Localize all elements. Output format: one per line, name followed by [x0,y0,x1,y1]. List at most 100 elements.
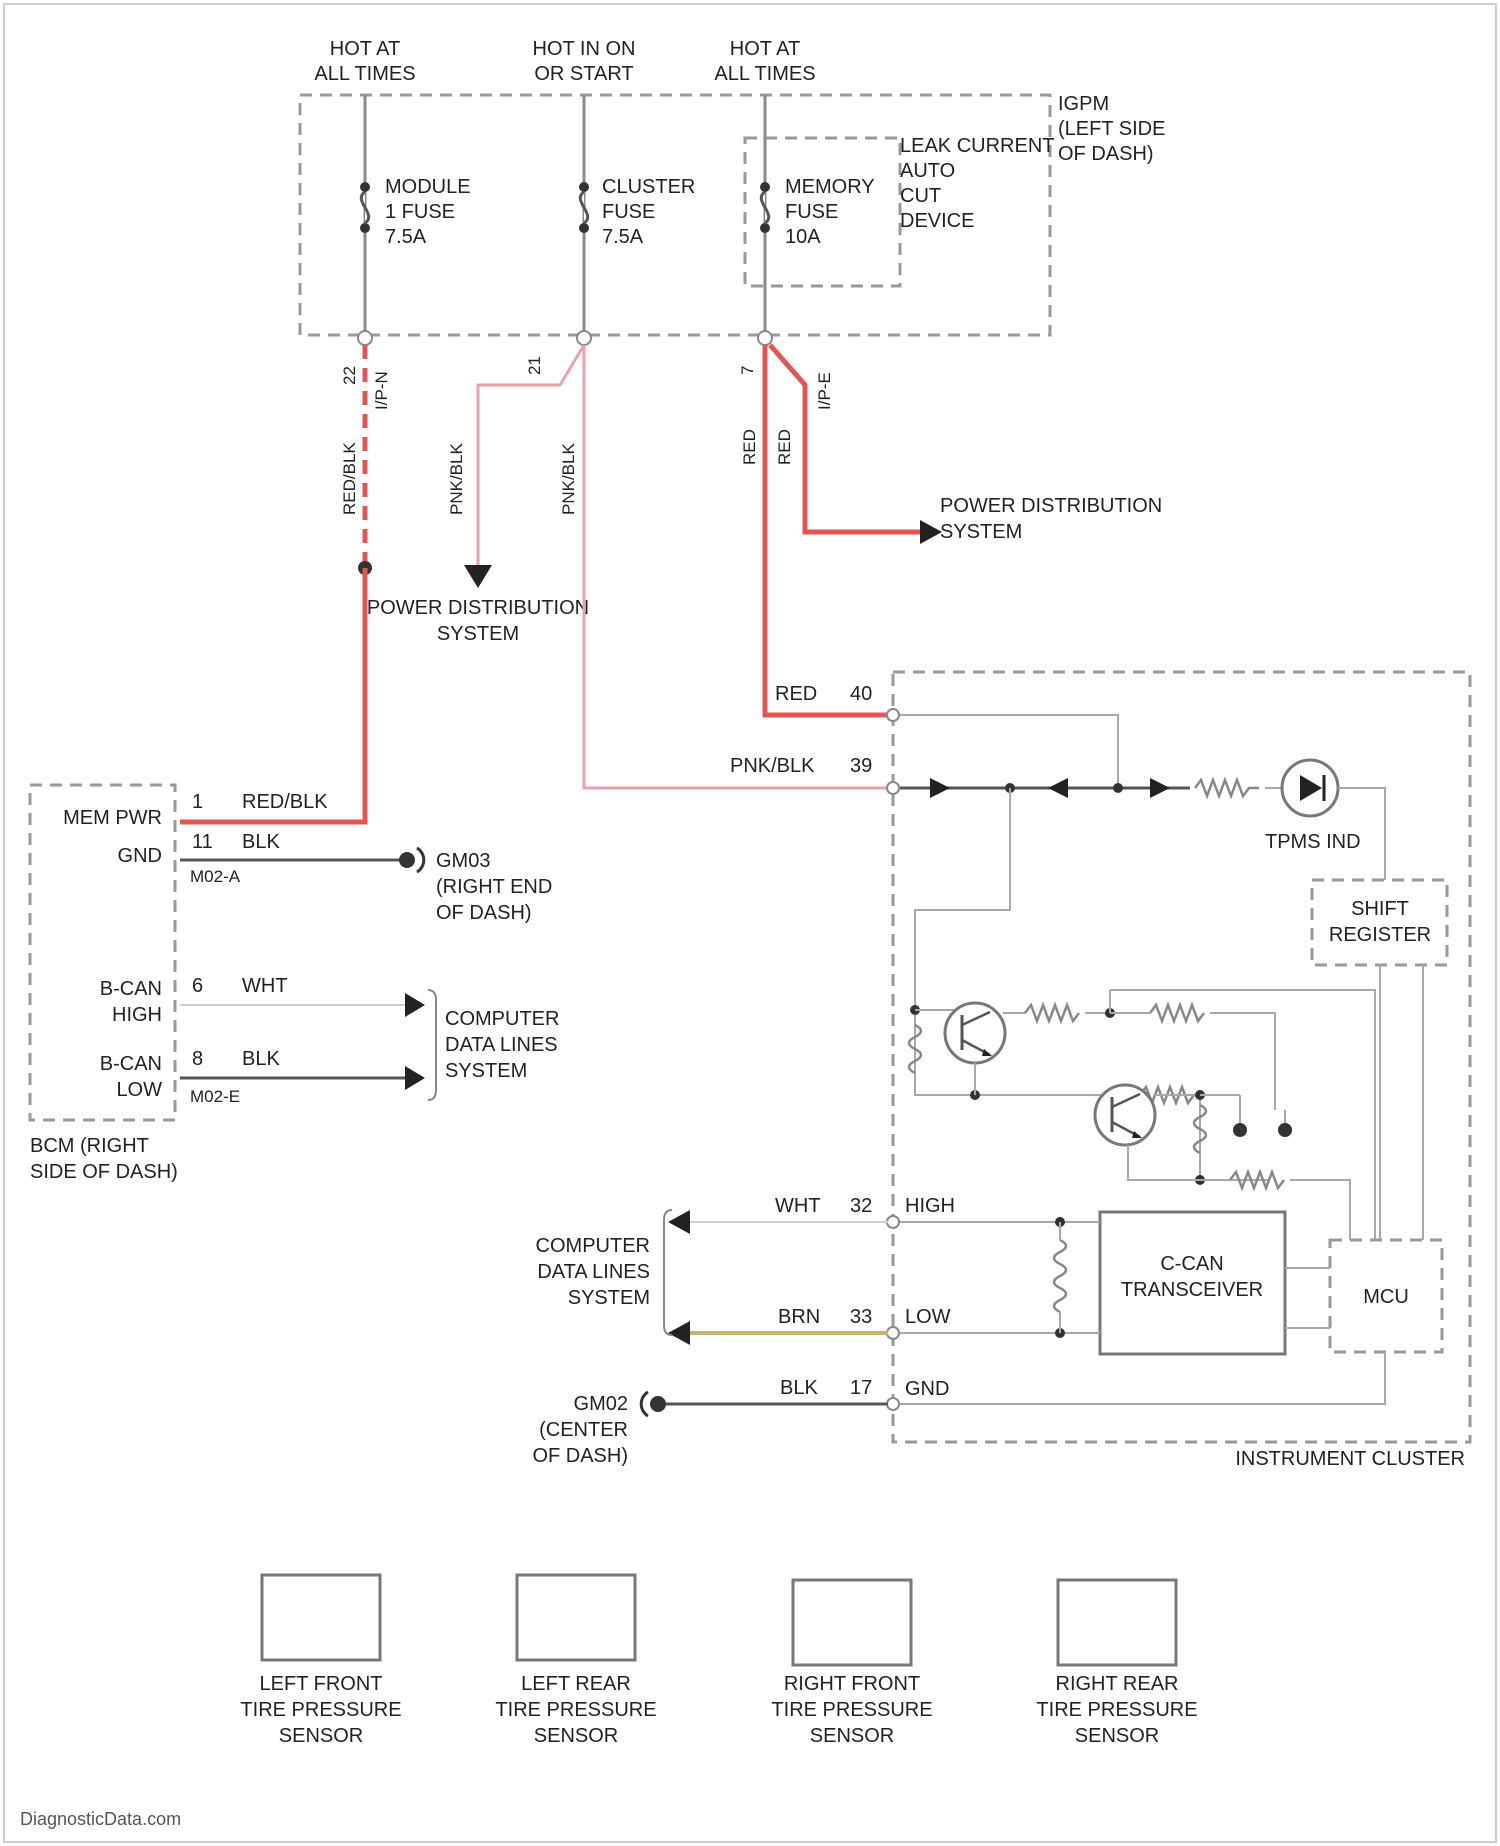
pin-8-label: 8 [192,1048,203,1070]
gm03-ground-label: GM03 (RIGHT END OF DASH) [436,850,552,924]
svg-text:TIRE PRESSURE: TIRE PRESSURE [771,1699,932,1721]
can-high-label: HIGH [905,1195,955,1217]
pin-1-label: 1 [192,791,203,813]
pin-40-label: 40 [850,683,872,705]
tpms-indicator-lamp-icon [1282,760,1338,816]
shift-register-label: SHIFT REGISTER [1329,898,1431,946]
svg-text:OF DASH): OF DASH) [436,902,532,924]
resistor-3-icon [1025,1005,1079,1021]
connector-i-p-n-label: I/P-N [372,371,391,410]
leak-current-device-label: LEAK CURRENT AUTO CUT DEVICE [900,135,1054,232]
svg-text:ALL TIMES: ALL TIMES [314,63,415,85]
svg-text:SYSTEM: SYSTEM [445,1060,527,1082]
memory-fuse-icon [760,182,770,233]
svg-text:SENSOR: SENSOR [534,1725,618,1747]
brn-wire-label: BRN [778,1306,820,1328]
wht-wire-label-1: WHT [242,975,288,997]
junction-2 [1113,783,1123,793]
module-1-fuse-icon [360,182,370,233]
cluster-internal-power-wire [900,715,1118,788]
connector-m02-a-label: M02-A [190,867,241,886]
sensor-box-rr [1058,1580,1176,1665]
red-wire-label-2: RED [775,429,794,465]
cluster-pin-17 [887,1398,899,1410]
sensor-box-rf [793,1580,911,1665]
power-distribution-arrow-right [920,520,942,544]
svg-text:1 FUSE: 1 FUSE [385,201,455,223]
svg-text:CLUSTER: CLUSTER [602,176,695,198]
hot-at-all-times-label-left: HOT AT ALL TIMES [314,38,415,85]
pin-7-label: 7 [738,366,757,375]
gm02-ground-label: GM02 (CENTER OF DASH) [532,1393,628,1467]
connector-m02-e-label: M02-E [190,1087,240,1106]
svg-text:MODULE: MODULE [385,176,471,198]
can-termination-resistor-icon [1054,1240,1066,1312]
svg-text:GM03: GM03 [436,850,490,872]
svg-text:SYSTEM: SYSTEM [568,1287,650,1309]
svg-text:BCM (RIGHT: BCM (RIGHT [30,1135,149,1157]
svg-text:7.5A: 7.5A [602,226,644,248]
transistor-1-icon [945,1003,1005,1063]
cluster-pin-32 [887,1216,899,1228]
svg-text:RIGHT FRONT: RIGHT FRONT [784,1673,920,1695]
svg-text:SYSTEM: SYSTEM [940,521,1022,543]
mcu-label: MCU [1363,1286,1409,1308]
svg-text:REGISTER: REGISTER [1329,924,1431,946]
left-front-tire-pressure-sensor: LEFT FRONT TIRE PRESSURE SENSOR [240,1575,401,1747]
resistor-1-icon [1195,780,1259,796]
terminal-1-icon [1278,1123,1292,1137]
svg-text:10A: 10A [785,226,821,248]
diode-3-icon [1150,778,1170,798]
svg-text:COMPUTER: COMPUTER [445,1008,559,1030]
cluster-pin-33 [887,1327,899,1339]
svg-text:(LEFT SIDE: (LEFT SIDE [1058,118,1165,140]
sensor-box-lr [517,1575,635,1660]
pin-32-label: 32 [850,1195,872,1217]
svg-text:TIRE PRESSURE: TIRE PRESSURE [240,1699,401,1721]
red-wire-label-3: RED [775,683,817,705]
pnk-blk-wire-label-3: PNK/BLK [730,755,815,777]
svg-text:TIRE PRESSURE: TIRE PRESSURE [495,1699,656,1721]
svg-text:LEFT FRONT: LEFT FRONT [260,1673,383,1695]
wht-wire-label-2: WHT [775,1195,821,1217]
svg-text:B-CAN: B-CAN [100,1053,162,1075]
svg-text:OF DASH): OF DASH) [1058,143,1154,165]
c-can-low-arrow [668,1321,690,1345]
resistor-4-icon [1150,1005,1204,1021]
diagnosticdata-watermark: DiagnosticData.com [20,1809,181,1829]
svg-text:DATA LINES: DATA LINES [537,1261,650,1283]
red-blk-wire-to-bcm [180,568,365,822]
svg-text:SENSOR: SENSOR [279,1725,363,1747]
outer-border [4,4,1496,1842]
svg-text:ALL TIMES: ALL TIMES [714,63,815,85]
svg-text:(RIGHT END: (RIGHT END [436,876,552,898]
cluster-gnd-label: GND [905,1378,949,1400]
bcm-gnd-label: GND [118,845,162,867]
b-can-high-label: B-CAN HIGH [100,978,162,1026]
pin-21-label: 21 [525,356,544,375]
svg-text:OR START: OR START [534,63,633,85]
pnk-blk-wire-label-1: PNK/BLK [447,443,466,515]
svg-text:POWER DISTRIBUTION: POWER DISTRIBUTION [940,495,1162,517]
sensor-box-lf [262,1575,380,1660]
mem-pwr-label: MEM PWR [63,807,162,829]
svg-text:SENSOR: SENSOR [1075,1725,1159,1747]
power-distribution-arrow-left [464,565,492,588]
blk-wire-label-2: BLK [242,1048,280,1070]
transistor-2-icon [1095,1085,1155,1145]
blk-wire-label-3: BLK [780,1377,818,1399]
svg-text:GM02: GM02 [574,1393,628,1415]
b-can-low-arrow [405,1066,425,1090]
svg-text:B-CAN: B-CAN [100,978,162,1000]
pin-22-label: 22 [340,366,359,385]
b-can-low-label: B-CAN LOW [100,1053,162,1101]
cluster-pin-40 [887,709,899,721]
c-can-high-arrow [668,1210,690,1234]
svg-text:POWER DISTRIBUTION: POWER DISTRIBUTION [367,597,589,619]
svg-text:TIRE PRESSURE: TIRE PRESSURE [1036,1699,1197,1721]
instrument-cluster-label: INSTRUMENT CLUSTER [1235,1448,1465,1470]
svg-text:LEFT REAR: LEFT REAR [521,1673,631,1695]
memory-fuse-label: MEMORY FUSE 10A [785,176,875,248]
b-can-high-arrow [405,993,425,1017]
